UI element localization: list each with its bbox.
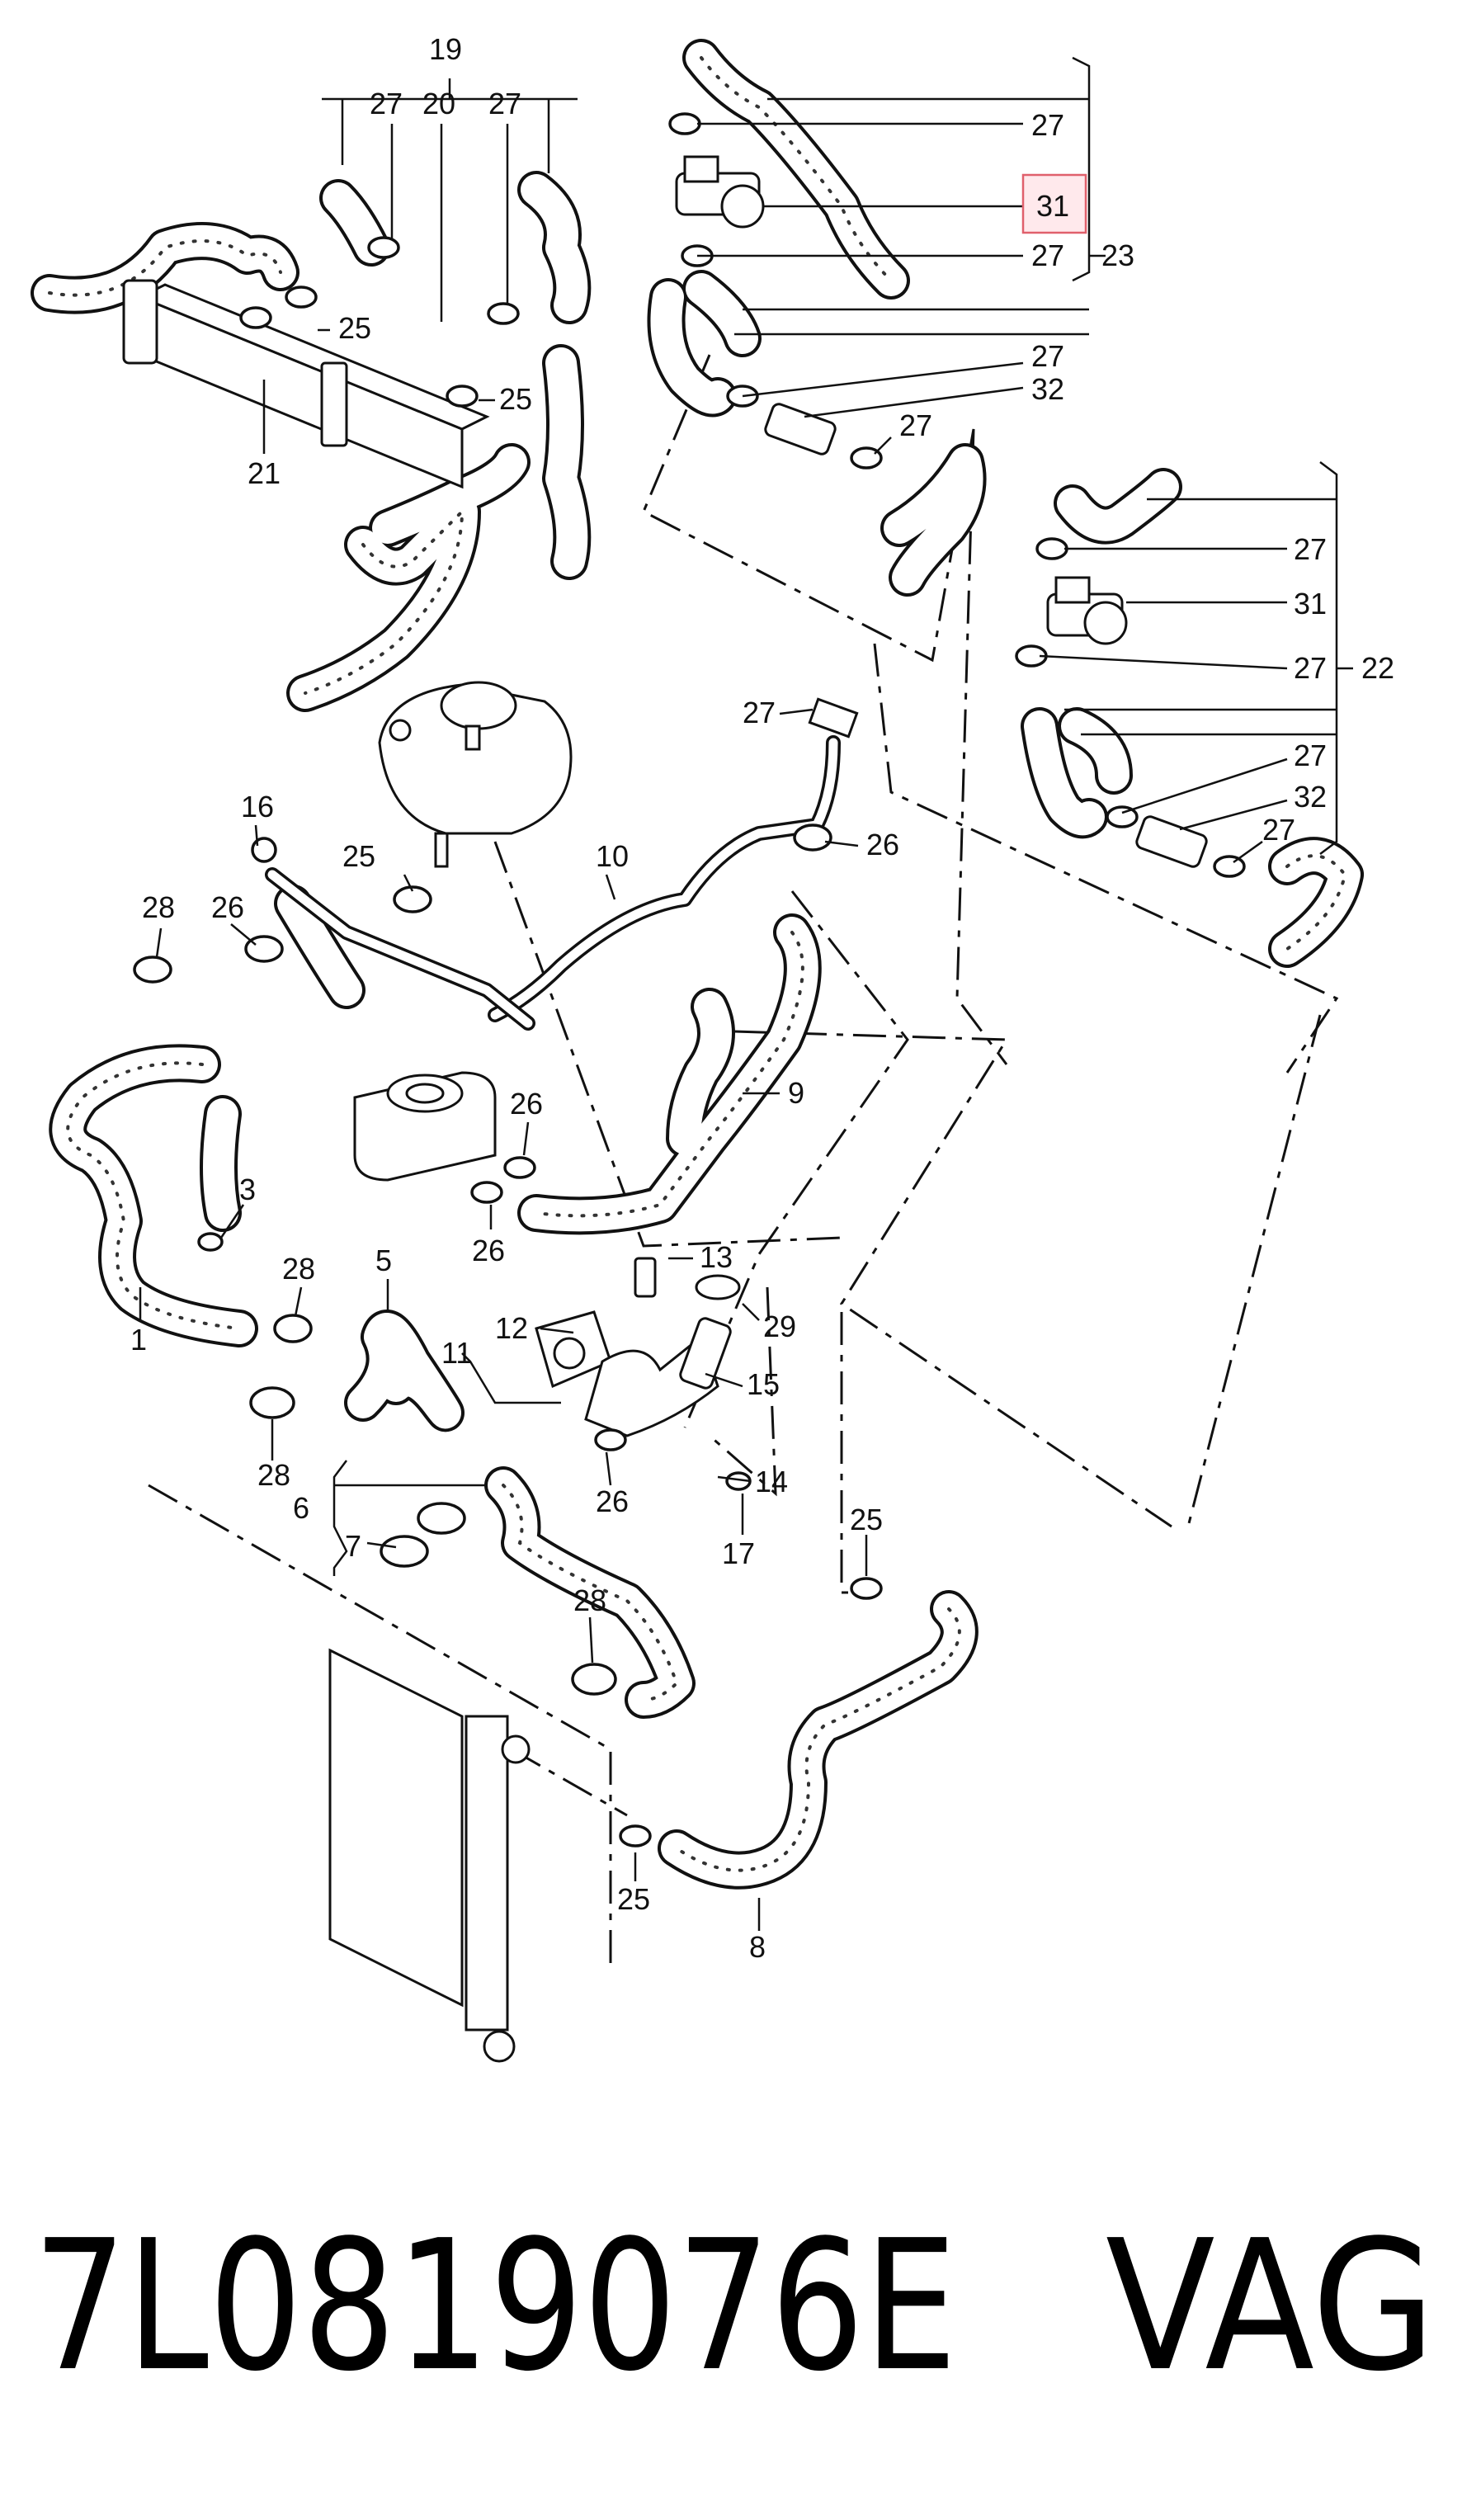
callout-29: 29 xyxy=(763,1310,796,1343)
callout-11: 11 xyxy=(441,1336,472,1370)
valve-upper xyxy=(675,155,765,229)
callout-26: 26 xyxy=(472,1234,505,1267)
callout-14: 14 xyxy=(755,1465,788,1498)
callout-27: 27 xyxy=(1031,339,1064,373)
callout-27: 27 xyxy=(1294,739,1327,772)
valve-lower xyxy=(1046,576,1128,645)
callout-32: 32 xyxy=(1294,780,1327,814)
callout-5: 5 xyxy=(375,1243,392,1277)
callout-12: 12 xyxy=(495,1311,528,1345)
callouts: 19 27 20 27 25 25 21 27 31 27 23 27 32 2… xyxy=(130,32,1394,1964)
leader-lines xyxy=(139,56,1353,1931)
callout-28: 28 xyxy=(142,890,175,924)
callout-21: 21 xyxy=(248,456,281,490)
callout-27: 27 xyxy=(370,87,403,120)
check-valve-upper xyxy=(764,403,837,455)
egr-cooler xyxy=(122,279,490,489)
callout-32: 32 xyxy=(1031,372,1064,406)
callout-27: 27 xyxy=(1031,238,1064,272)
callout-27: 27 xyxy=(899,408,932,442)
callout-26: 26 xyxy=(866,828,899,861)
callout-27: 27 xyxy=(1031,108,1064,142)
callout-6: 6 xyxy=(293,1491,309,1525)
callout-9: 9 xyxy=(788,1076,804,1110)
callout-28: 28 xyxy=(282,1252,315,1286)
callout-27: 27 xyxy=(488,87,521,120)
callout-27: 27 xyxy=(1294,532,1327,566)
callout-23: 23 xyxy=(1101,238,1134,272)
callout-26: 26 xyxy=(510,1087,543,1121)
highlight-box xyxy=(1021,173,1087,234)
callout-27: 27 xyxy=(1262,813,1295,847)
callout-19: 19 xyxy=(429,32,462,66)
callout-26: 26 xyxy=(596,1484,629,1518)
callout-22: 22 xyxy=(1361,651,1394,685)
oil-cooler xyxy=(353,1071,497,1182)
callout-25: 25 xyxy=(499,382,532,416)
callout-1: 1 xyxy=(130,1323,147,1357)
callout-25: 25 xyxy=(617,1882,650,1916)
radiator xyxy=(328,1648,531,2063)
callout-10: 10 xyxy=(596,839,629,873)
brand-name: VAG xyxy=(1106,2202,1436,2411)
callout-16: 16 xyxy=(241,790,274,823)
callout-31: 31 xyxy=(1036,189,1069,223)
callout-27: 27 xyxy=(743,696,776,729)
hose-texture xyxy=(48,56,1347,1872)
dash-dot-boundaries xyxy=(148,354,1339,1964)
callout-25: 25 xyxy=(850,1503,883,1536)
callout-17: 17 xyxy=(722,1536,755,1570)
callout-25: 25 xyxy=(342,839,375,873)
rigid-parts xyxy=(122,155,1208,2063)
clamps xyxy=(133,112,1246,1848)
callout-27: 27 xyxy=(1294,651,1327,685)
thermostat-housing xyxy=(535,1257,741,1437)
callout-13: 13 xyxy=(700,1240,733,1274)
callout-31: 31 xyxy=(1294,587,1327,621)
callout-28: 28 xyxy=(573,1583,606,1617)
part-number: 7L0819076E xyxy=(33,2202,957,2411)
expansion-tank xyxy=(378,681,573,868)
callout-3: 3 xyxy=(239,1173,256,1206)
callout-26: 26 xyxy=(211,890,244,924)
callout-20: 20 xyxy=(422,87,455,120)
callout-25: 25 xyxy=(338,311,371,345)
coolant-pipe xyxy=(265,697,859,1031)
check-valve-lower xyxy=(1135,815,1208,868)
callout-8: 8 xyxy=(749,1930,766,1964)
callout-28: 28 xyxy=(257,1458,290,1492)
callout-15: 15 xyxy=(747,1367,780,1401)
callout-7: 7 xyxy=(345,1529,361,1563)
